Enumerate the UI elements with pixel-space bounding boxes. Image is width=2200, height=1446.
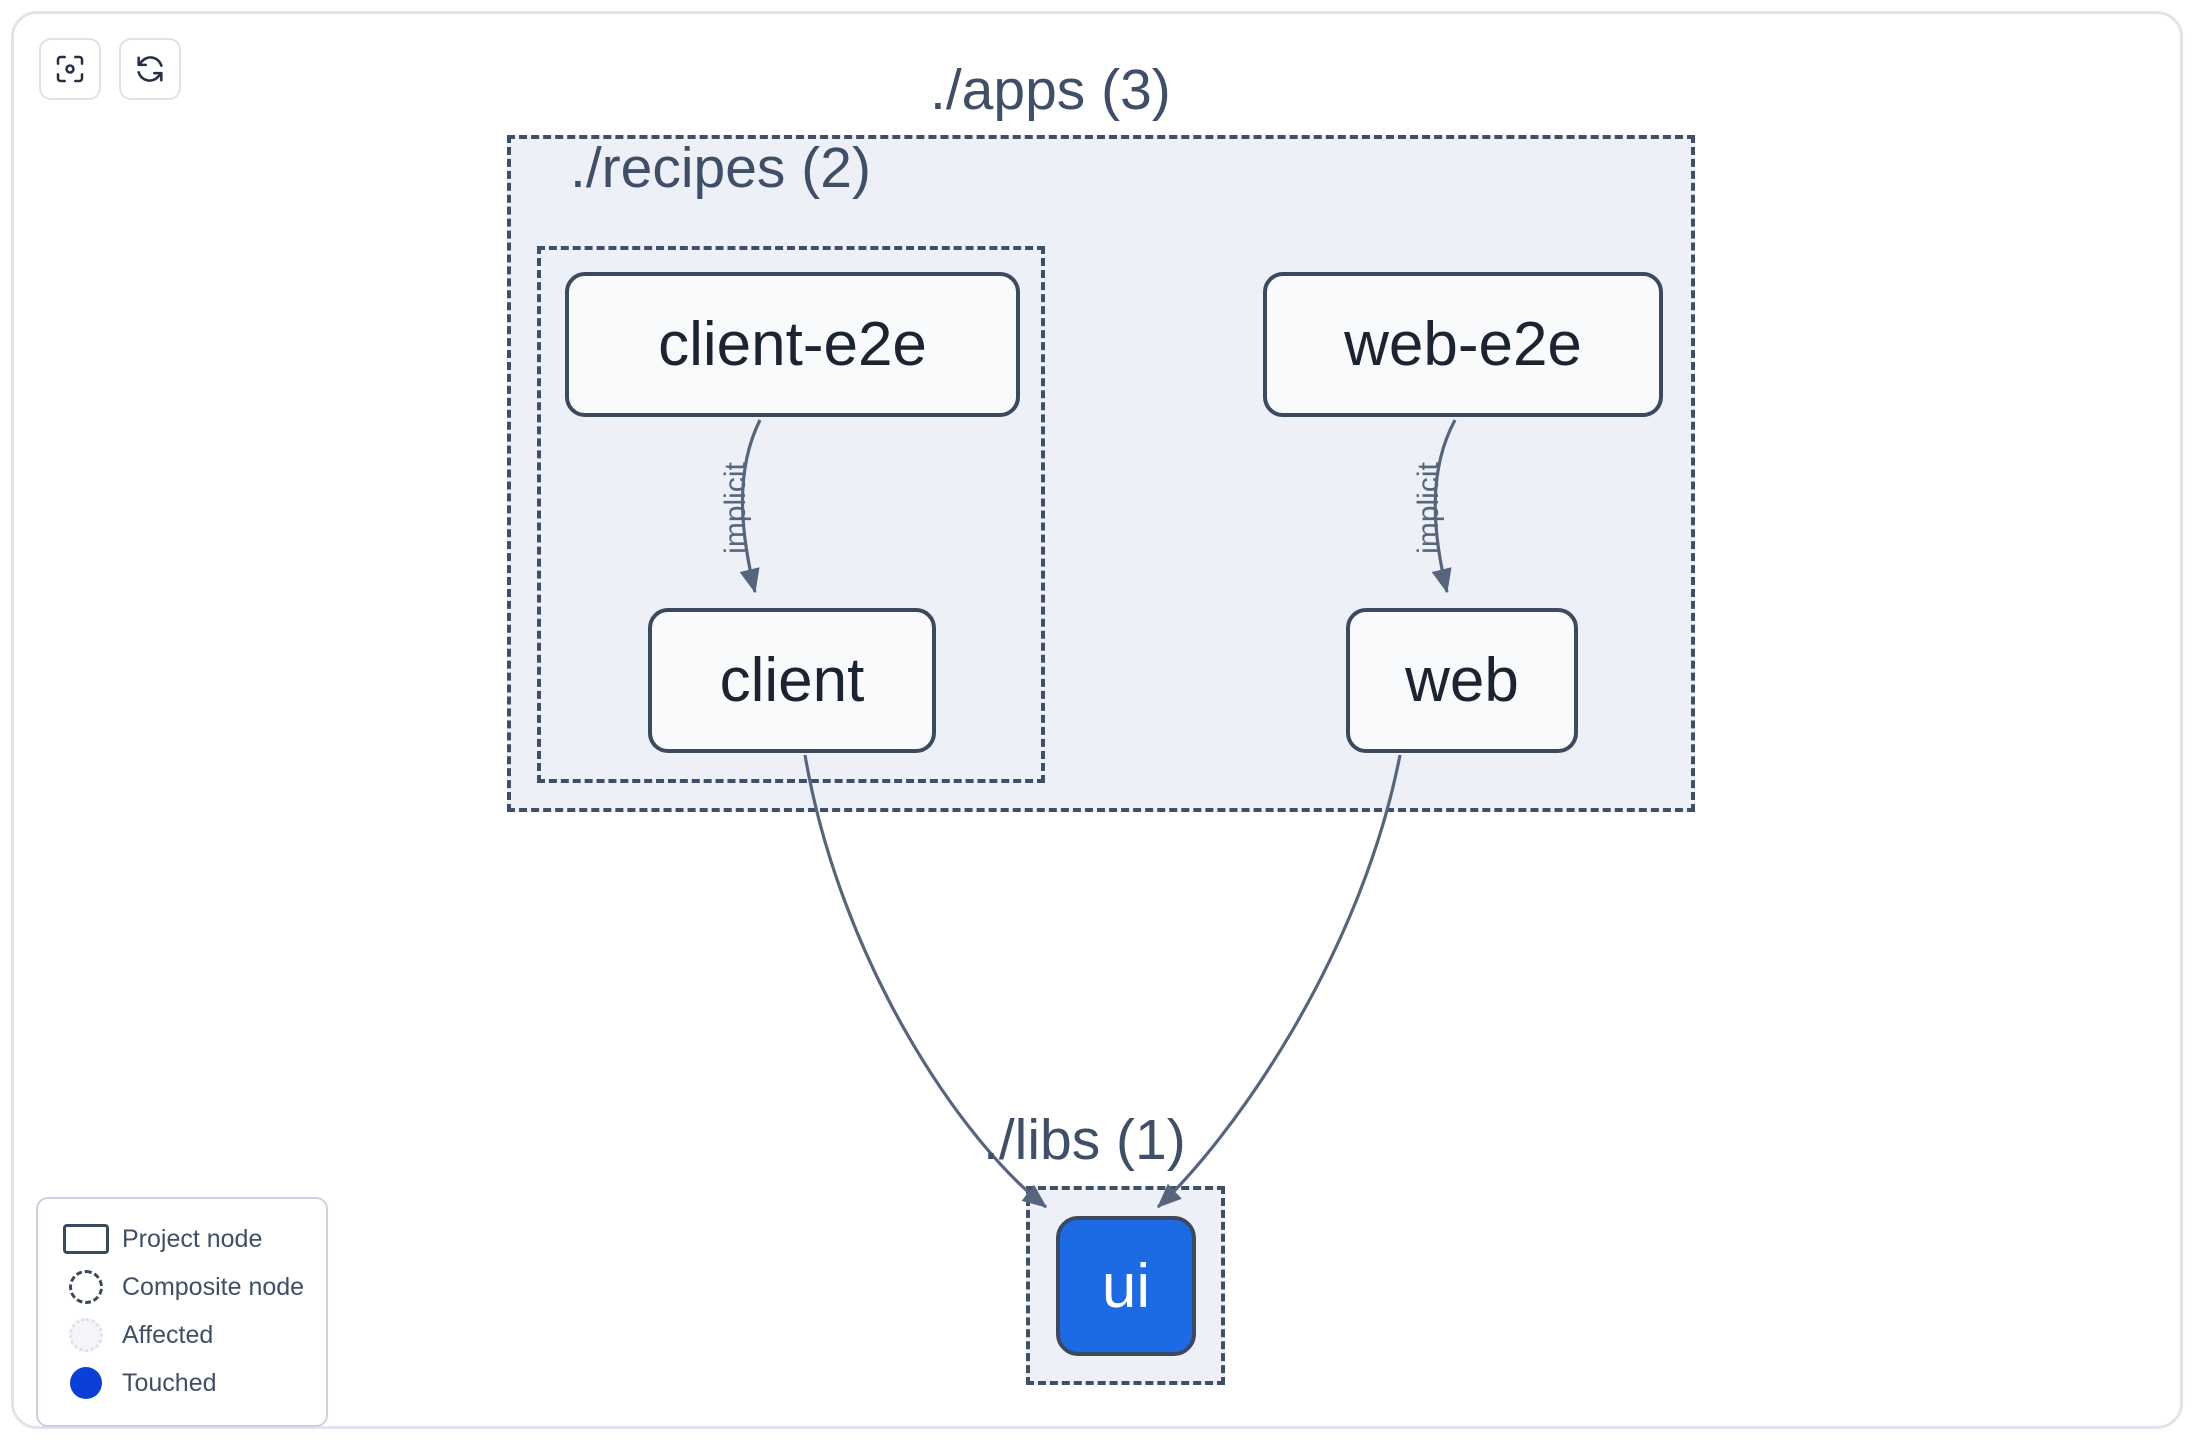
touched-node-icon (58, 1363, 114, 1403)
legend-label: Touched (122, 1368, 217, 1397)
focus-graph-button[interactable] (39, 38, 101, 100)
group-label-recipes: ./recipes (2) (570, 136, 871, 200)
group-label-libs: ./libs (1) (983, 1108, 1186, 1172)
project-node-icon (58, 1219, 114, 1259)
legend-item-affected: Affected (58, 1311, 306, 1359)
composite-node-icon (58, 1267, 114, 1307)
refresh-graph-button[interactable] (119, 38, 181, 100)
legend-label: Project node (122, 1224, 263, 1253)
group-label-apps: ./apps (3) (930, 58, 1171, 122)
legend-item-project-node: Project node (58, 1215, 306, 1263)
project-node-web[interactable]: web (1346, 608, 1578, 753)
project-node-web-e2e[interactable]: web-e2e (1263, 272, 1663, 417)
legend-item-touched: Touched (58, 1359, 306, 1407)
focus-scan-icon (54, 53, 86, 85)
legend-label: Composite node (122, 1272, 305, 1301)
legend-label: Affected (122, 1320, 214, 1349)
project-node-client[interactable]: client (648, 608, 936, 753)
edge-web-to-ui (1156, 754, 1402, 1209)
project-node-ui[interactable]: ui (1056, 1216, 1196, 1356)
graph-toolbar (39, 38, 181, 100)
refresh-icon (134, 53, 166, 85)
project-node-client-e2e[interactable]: client-e2e (565, 272, 1020, 417)
graph-legend: Project node Composite node Affected Tou… (36, 1197, 328, 1427)
affected-node-icon (58, 1315, 114, 1355)
legend-item-composite-node: Composite node (58, 1263, 306, 1311)
